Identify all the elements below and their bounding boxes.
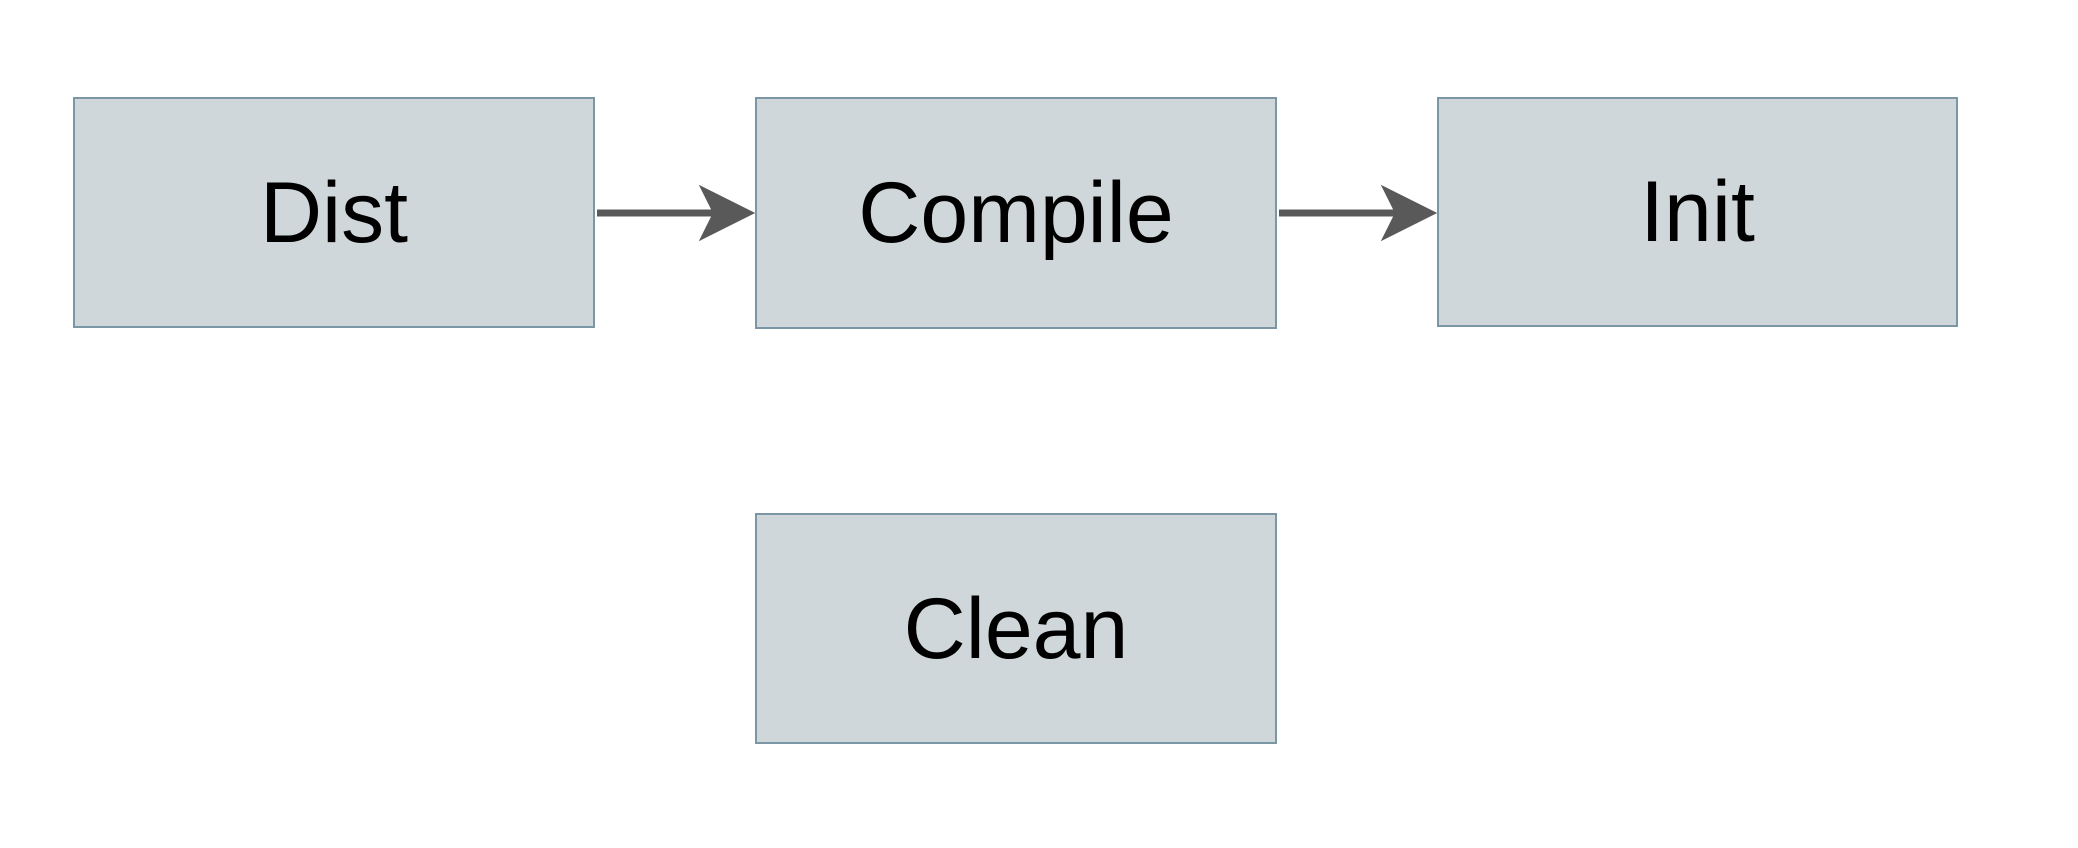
node-dist-label: Dist — [259, 164, 409, 261]
edge-dist-compile-arrowhead — [698, 184, 756, 242]
edge-dist-compile[interactable] — [597, 184, 756, 242]
node-compile-label: Compile — [858, 165, 1174, 261]
node-dist[interactable]: Dist — [73, 97, 595, 328]
node-init[interactable]: Init — [1437, 97, 1958, 327]
node-clean[interactable]: Clean — [755, 513, 1277, 744]
node-compile[interactable]: Compile — [755, 97, 1277, 329]
edge-compile-init-arrowhead — [1380, 184, 1438, 242]
edge-compile-init[interactable] — [1279, 184, 1438, 242]
node-init-label: Init — [1640, 164, 1755, 260]
node-clean-label: Clean — [903, 580, 1129, 677]
